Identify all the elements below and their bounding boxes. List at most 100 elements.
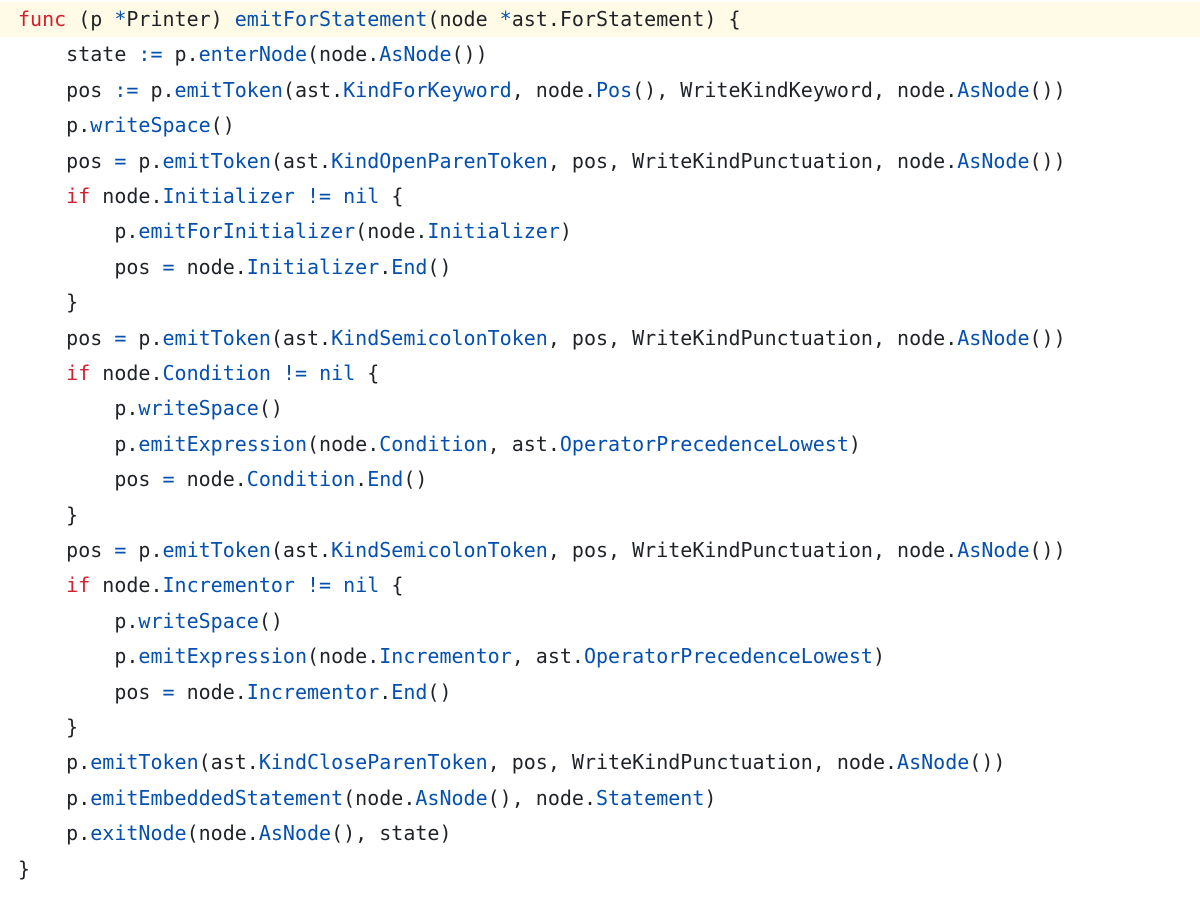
code-token: if bbox=[66, 573, 91, 598]
code-token: AsNode bbox=[415, 785, 488, 810]
code-token: emitToken bbox=[162, 148, 271, 173]
code-token bbox=[307, 361, 319, 385]
code-line: p.writeSpace() bbox=[0, 604, 1200, 639]
code-token: . bbox=[379, 254, 392, 279]
code-token: = bbox=[162, 254, 175, 279]
code-token: Printer) bbox=[126, 7, 235, 31]
code-token bbox=[18, 361, 66, 385]
code-token: (), state) bbox=[331, 821, 452, 846]
code-token: p. bbox=[18, 608, 139, 633]
code-token: ast.ForStatement) { bbox=[511, 7, 741, 31]
code-token: emitForInitializer bbox=[138, 219, 356, 244]
code-token: Statement bbox=[596, 785, 705, 810]
code-token bbox=[18, 573, 66, 597]
code-token: pos bbox=[18, 679, 163, 704]
code-line: pos = p.emitToken(ast.KindSemicolonToken… bbox=[0, 321, 1200, 356]
code-token: ()) bbox=[1029, 538, 1066, 562]
code-token: pos bbox=[18, 77, 115, 102]
code-token: Pos bbox=[596, 77, 633, 102]
code-token: enterNode bbox=[198, 42, 308, 67]
code-token: p. bbox=[18, 644, 139, 669]
code-token: ) bbox=[848, 431, 861, 456]
code-token: . bbox=[379, 679, 392, 704]
code-token: ) bbox=[559, 219, 572, 244]
code-token: { bbox=[379, 184, 404, 208]
code-token: ()) bbox=[1029, 77, 1066, 102]
code-token: = bbox=[114, 325, 127, 350]
code-token: AsNode bbox=[957, 148, 1030, 173]
code-token: } bbox=[18, 856, 31, 881]
code-line: } bbox=[0, 285, 1200, 320]
code-token: } bbox=[18, 290, 79, 315]
code-token: (), WriteKindKeyword, node. bbox=[632, 77, 958, 102]
code-token: := bbox=[138, 42, 163, 67]
code-token: KindCloseParenToken bbox=[258, 750, 488, 775]
code-token: AsNode bbox=[957, 325, 1030, 350]
code-token: (ast. bbox=[270, 148, 332, 173]
code-token: Condition bbox=[246, 467, 356, 492]
code-token: OperatorPrecedenceLowest bbox=[559, 431, 849, 456]
code-token: KindSemicolonToken bbox=[331, 538, 548, 562]
code-line: pos := p.emitToken(ast.KindForKeyword, n… bbox=[0, 73, 1200, 108]
code-token: p. bbox=[18, 113, 91, 138]
code-token: () bbox=[258, 608, 283, 633]
code-token: = bbox=[114, 148, 127, 173]
code-line: } bbox=[0, 498, 1200, 533]
code-token: exitNode bbox=[90, 821, 187, 846]
code-token: } bbox=[18, 715, 79, 739]
code-line: p.writeSpace() bbox=[0, 391, 1200, 426]
code-token: p. bbox=[126, 538, 163, 562]
code-line: pos = p.emitToken(ast.KindSemicolonToken… bbox=[0, 533, 1200, 568]
code-token bbox=[271, 361, 283, 385]
code-token: ()) bbox=[969, 750, 1006, 775]
code-token: emitToken bbox=[162, 325, 271, 350]
code-token: p. bbox=[18, 821, 91, 846]
code-line: p.emitEmbeddedStatement(node.AsNode(), n… bbox=[0, 781, 1200, 816]
code-token: p. bbox=[162, 42, 199, 67]
code-line: pos = node.Initializer.End() bbox=[0, 250, 1200, 285]
code-token: ()) bbox=[451, 42, 488, 67]
code-token: AsNode bbox=[258, 821, 332, 846]
code-token: emitExpression bbox=[138, 431, 307, 456]
code-token: KindSemicolonToken bbox=[331, 325, 548, 350]
code-line: p.writeSpace() bbox=[0, 108, 1200, 143]
code-token: End bbox=[367, 467, 404, 492]
code-token: p. bbox=[126, 148, 163, 173]
code-token: () bbox=[427, 254, 452, 279]
code-line: } bbox=[0, 710, 1200, 745]
code-line: p.exitNode(node.AsNode(), state) bbox=[0, 816, 1200, 851]
code-token: ) bbox=[704, 785, 717, 810]
code-token: (node. bbox=[343, 785, 416, 810]
code-line-highlighted: func (p *Printer) emitForStatement(node … bbox=[0, 2, 1200, 38]
code-token: (p bbox=[66, 7, 115, 31]
code-token: emitEmbeddedStatement bbox=[90, 785, 344, 810]
code-token: { bbox=[355, 361, 380, 385]
code-token: p. bbox=[138, 77, 175, 102]
code-token: * bbox=[499, 7, 512, 31]
code-token: (), node. bbox=[487, 785, 596, 810]
code-token: (node. bbox=[307, 431, 380, 456]
code-token: ) bbox=[872, 644, 885, 669]
code-token: End bbox=[391, 679, 428, 704]
code-token: pos bbox=[18, 254, 163, 279]
code-token: , pos, WriteKindPunctuation, node. bbox=[547, 538, 958, 562]
code-token: node. bbox=[174, 679, 247, 704]
code-token: func bbox=[18, 7, 67, 31]
code-token bbox=[331, 184, 343, 208]
code-token: AsNode bbox=[957, 77, 1030, 102]
code-line: if node.Condition != nil { bbox=[0, 356, 1200, 391]
code-token: . bbox=[355, 467, 368, 492]
code-token: , pos, WriteKindPunctuation, node. bbox=[487, 750, 898, 775]
code-token: nil bbox=[319, 361, 356, 385]
code-token bbox=[295, 573, 307, 597]
code-token: OperatorPrecedenceLowest bbox=[583, 644, 873, 669]
code-token bbox=[295, 184, 307, 208]
code-token: Initializer bbox=[246, 254, 380, 279]
code-token: writeSpace bbox=[138, 396, 259, 421]
code-token: emitToken bbox=[174, 77, 283, 102]
code-token: { bbox=[379, 573, 404, 598]
code-token: () bbox=[210, 113, 235, 138]
code-token: End bbox=[391, 254, 428, 279]
code-token: () bbox=[403, 467, 428, 492]
code-token: node. bbox=[90, 184, 163, 208]
